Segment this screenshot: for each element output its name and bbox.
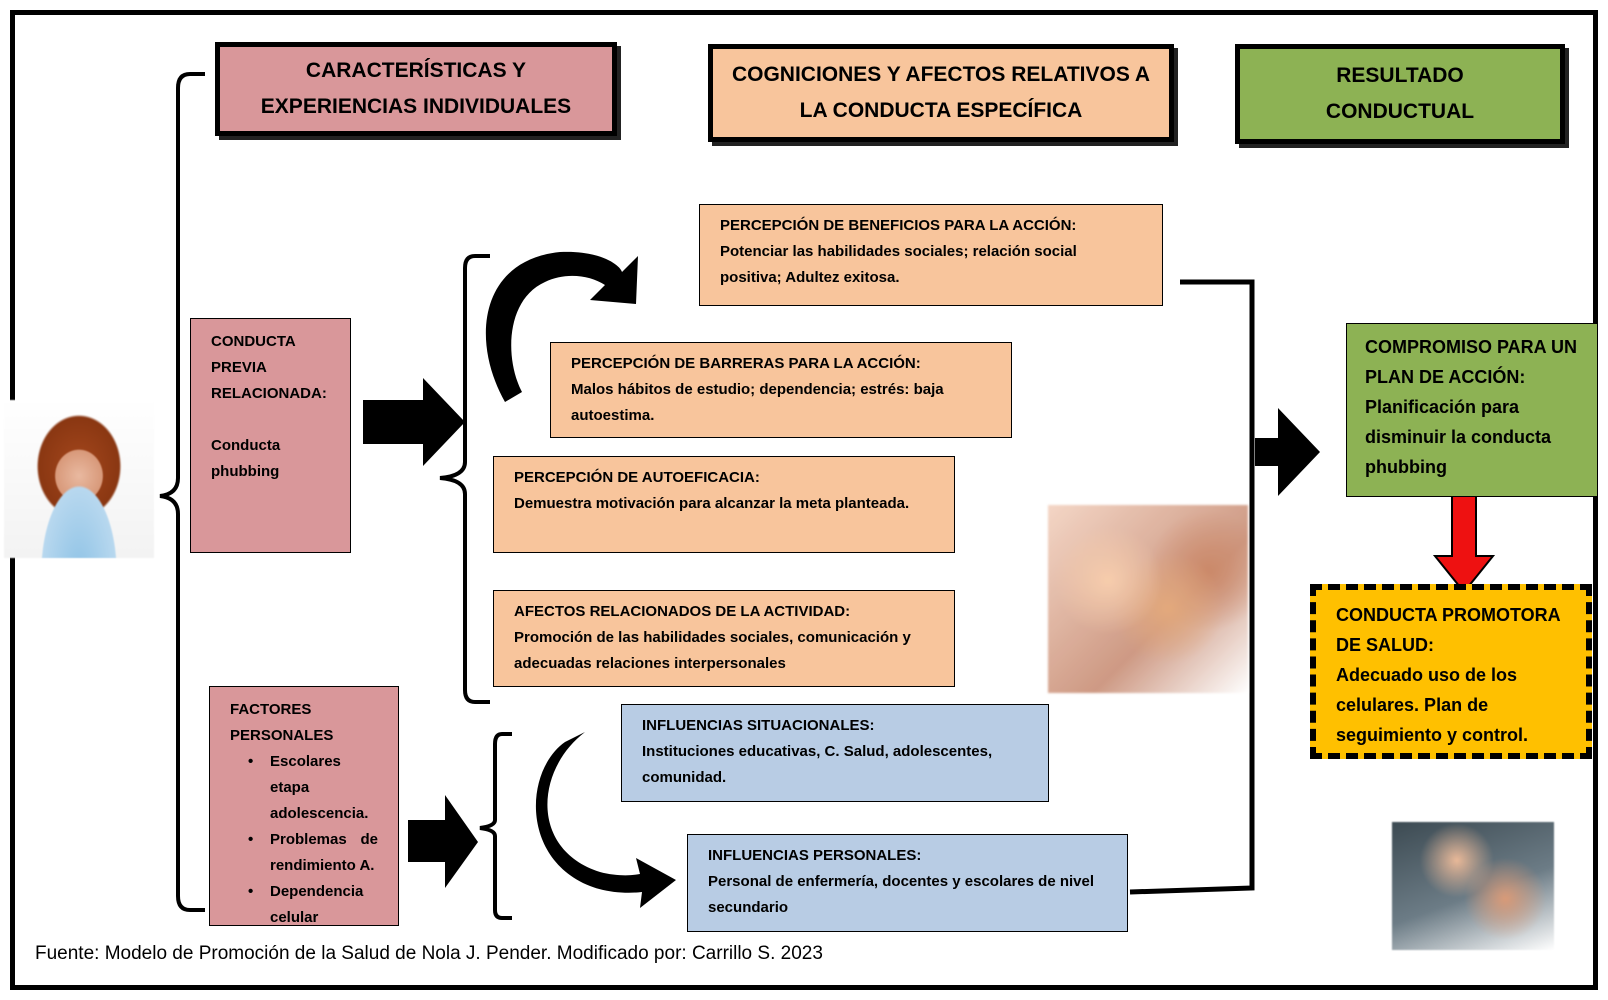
beneficios-text: Potenciar las habilidades sociales; rela… bbox=[720, 243, 1077, 286]
factores-personales-title: FACTORES PERSONALES bbox=[230, 701, 334, 744]
header-cogniciones-text: COGNICIONES Y AFECTOS RELATIVOS A LA CON… bbox=[731, 63, 1151, 122]
situacionales-title: INFLUENCIAS SITUACIONALES: bbox=[642, 717, 875, 734]
autoeficacia-text: Demuestra motivación para alcanzar la me… bbox=[514, 495, 910, 512]
situacionales-text: Instituciones educativas, C. Salud, adol… bbox=[642, 743, 993, 786]
factores-personales-list: Escolares etapa adolescencia. Problemas … bbox=[230, 749, 378, 931]
barreras-title: PERCEPCIÓN DE BARRERAS PARA LA ACCIÓN: bbox=[571, 355, 921, 372]
afectos-text: Promoción de las habilidades sociales, c… bbox=[514, 629, 911, 672]
raised-hands-photo bbox=[1392, 822, 1554, 950]
beneficios-box: PERCEPCIÓN DE BENEFICIOS PARA LA ACCIÓN:… bbox=[699, 204, 1163, 306]
cognitions-brace bbox=[439, 254, 490, 704]
list-item: Dependencia celular bbox=[248, 879, 378, 931]
arrow-right-3 bbox=[1255, 408, 1320, 496]
header-caracteristicas-text: CARACTERÍSTICAS Y EXPERIENCIAS INDIVIDUA… bbox=[260, 59, 572, 118]
students-phones-photo bbox=[1048, 505, 1248, 693]
afectos-title: AFECTOS RELACIONADOS DE LA ACTIVIDAD: bbox=[514, 603, 851, 620]
left-brace bbox=[159, 72, 205, 912]
conducta-previa-title: CONDUCTA PREVIA RELACIONADA: bbox=[211, 333, 327, 402]
list-item: Escolares etapa adolescencia. bbox=[248, 749, 378, 827]
influencias-situacionales-box: INFLUENCIAS SITUACIONALES: Instituciones… bbox=[621, 704, 1049, 802]
conducta-previa-value: Conducta phubbing bbox=[211, 437, 281, 480]
beneficios-title: PERCEPCIÓN DE BENEFICIOS PARA LA ACCIÓN: bbox=[720, 217, 1077, 234]
influencias-personales-box: INFLUENCIAS PERSONALES: Personal de enfe… bbox=[687, 834, 1128, 932]
compromiso-box: COMPROMISO PARA UN PLAN DE ACCIÓN: Plani… bbox=[1346, 323, 1598, 497]
autoeficacia-box: PERCEPCIÓN DE AUTOEFICACIA: Demuestra mo… bbox=[493, 456, 955, 553]
autoeficacia-title: PERCEPCIÓN DE AUTOEFICACIA: bbox=[514, 469, 760, 486]
afectos-box: AFECTOS RELACIONADOS DE LA ACTIVIDAD: Pr… bbox=[493, 590, 955, 687]
curved-arrow-bottom bbox=[535, 732, 676, 908]
source-caption: Fuente: Modelo de Promoción de la Salud … bbox=[35, 943, 823, 964]
list-item: Problemas de rendimiento A. bbox=[248, 827, 378, 879]
conducta-promotora-box: CONDUCTA PROMOTORA DE SALUD: Adecuado us… bbox=[1310, 584, 1592, 759]
portrait-photo bbox=[4, 400, 154, 558]
arrow-down-red bbox=[1432, 495, 1496, 594]
barreras-box: PERCEPCIÓN DE BARRERAS PARA LA ACCIÓN: M… bbox=[550, 342, 1012, 438]
factores-personales-box: FACTORES PERSONALES Escolares etapa adol… bbox=[209, 686, 399, 926]
personales-text: Personal de enfermería, docentes y escol… bbox=[708, 873, 1095, 916]
barreras-text: Malos hábitos de estudio; dependencia; e… bbox=[571, 381, 944, 424]
personales-title: INFLUENCIAS PERSONALES: bbox=[708, 847, 922, 864]
compromiso-text: Planificación para disminuir la conducta… bbox=[1365, 397, 1552, 477]
header-caracteristicas: CARACTERÍSTICAS Y EXPERIENCIAS INDIVIDUA… bbox=[215, 42, 617, 136]
compromiso-title: COMPROMISO PARA UN PLAN DE ACCIÓN: bbox=[1365, 337, 1578, 387]
arrow-right-2 bbox=[408, 795, 478, 888]
influences-brace bbox=[479, 732, 512, 920]
header-cogniciones: COGNICIONES Y AFECTOS RELATIVOS A LA CON… bbox=[708, 44, 1174, 142]
promotora-text: Adecuado uso de los celulares. Plan de s… bbox=[1336, 665, 1529, 745]
conducta-previa-box: CONDUCTA PREVIA RELACIONADA: Conducta ph… bbox=[190, 318, 351, 553]
curved-arrow-top bbox=[485, 251, 638, 402]
arrow-right-1 bbox=[363, 378, 465, 466]
connector-right bbox=[1129, 279, 1255, 895]
header-resultado: RESULTADO CONDUCTUAL bbox=[1235, 44, 1565, 144]
header-resultado-text: RESULTADO CONDUCTUAL bbox=[1325, 64, 1475, 123]
promotora-title: CONDUCTA PROMOTORA DE SALUD: bbox=[1336, 605, 1560, 655]
